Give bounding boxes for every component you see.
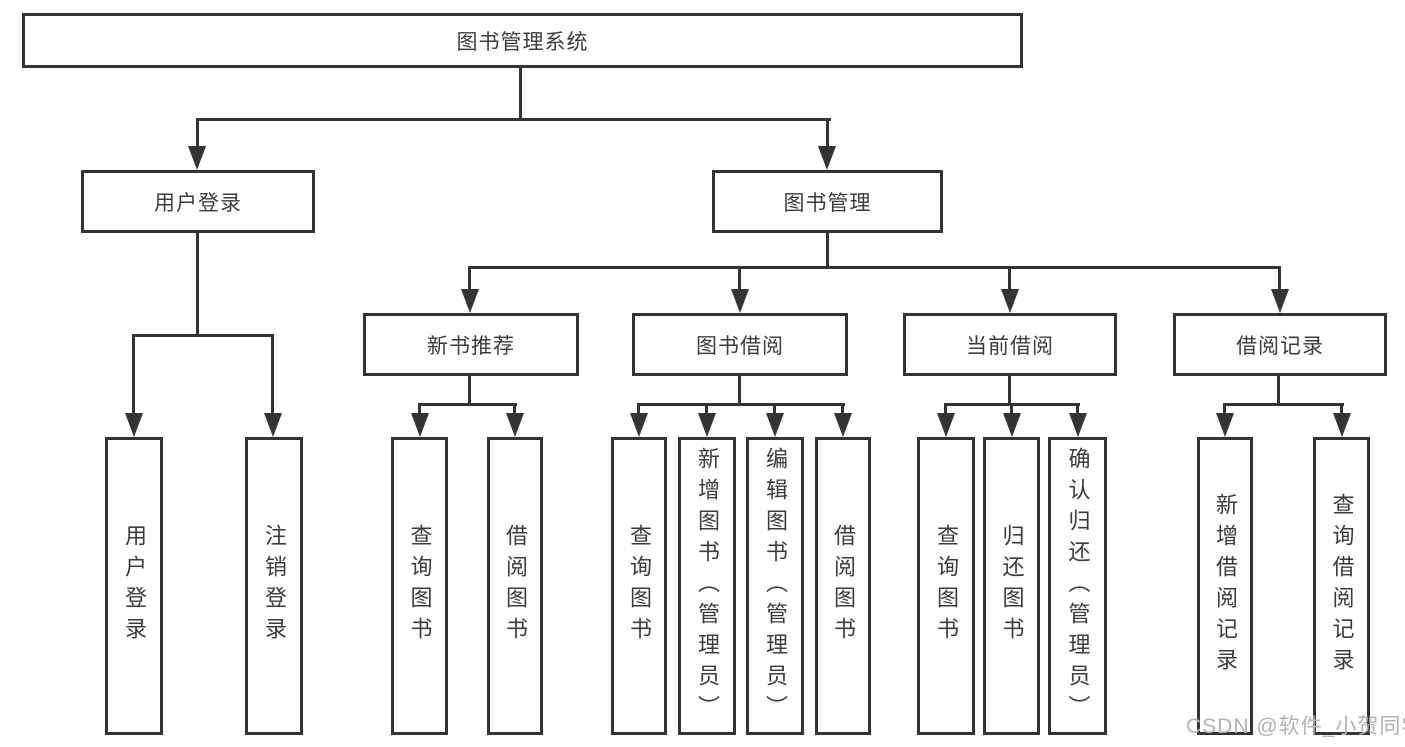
leaf-edit-books-admin: 编辑图书（管理员） xyxy=(746,437,804,735)
arrow-down-icon xyxy=(1216,413,1234,437)
connector-current-borrowing-feed xyxy=(1008,376,1011,406)
connector-drop xyxy=(637,406,640,416)
arrow-down-icon xyxy=(1271,289,1289,313)
leaf-query-books-recommend: 查询图书 xyxy=(391,437,448,735)
node-book-borrowing: 图书借阅 xyxy=(632,313,848,376)
arrow-down-icon xyxy=(461,289,479,313)
connector-level2-bus xyxy=(196,118,831,121)
connector-drop xyxy=(841,406,844,416)
connector-drop xyxy=(1340,406,1343,416)
leaf-query-borrow-record: 查询借阅记录 xyxy=(1313,437,1370,735)
connector-book-management-feed xyxy=(826,233,829,269)
arrow-down-icon xyxy=(411,413,429,437)
leaf-query-books-current: 查询图书 xyxy=(917,437,975,735)
connector-drop-book-borrowing xyxy=(738,269,741,292)
connector-root-feed xyxy=(519,68,522,121)
leaf-add-borrow-record: 新增借阅记录 xyxy=(1197,437,1253,735)
connector-drop xyxy=(705,406,708,416)
connector-book-borrowing-feed xyxy=(738,376,741,406)
arrow-down-icon xyxy=(1003,413,1021,437)
connector-drop xyxy=(773,406,776,416)
connector-drop-leaf-user-login xyxy=(132,337,135,416)
connector-drop-book-management xyxy=(826,121,829,149)
csdn-watermark: CSDN @软件_小贺同学 xyxy=(1186,715,1405,738)
connector-drop-current-borrowing xyxy=(1008,269,1011,292)
connector-drop-new-book xyxy=(468,269,471,292)
node-root-library-system: 图书管理系统 xyxy=(22,13,1023,68)
arrow-down-icon xyxy=(264,413,282,437)
connector-borrowing-records-feed xyxy=(1277,376,1280,406)
connector-book-borrowing-bus xyxy=(637,403,845,406)
node-borrowing-records: 借阅记录 xyxy=(1173,313,1387,376)
connector-drop xyxy=(513,406,516,416)
leaf-confirm-return-admin: 确认归还（管理员） xyxy=(1048,437,1107,735)
arrow-down-icon xyxy=(834,413,852,437)
leaf-borrow-books-borrowing: 借阅图书 xyxy=(815,437,871,735)
node-user-login: 用户登录 xyxy=(81,170,315,233)
connector-current-borrowing-bus xyxy=(944,403,1080,406)
arrow-down-icon xyxy=(937,413,955,437)
arrow-down-icon xyxy=(818,146,836,170)
arrow-down-icon xyxy=(630,413,648,437)
leaf-logout: 注销登录 xyxy=(245,437,303,735)
leaf-borrow-books-recommend: 借阅图书 xyxy=(487,437,543,735)
connector-user-login-feed xyxy=(196,233,199,336)
connector-new-book-feed xyxy=(468,376,471,406)
arrow-down-icon xyxy=(125,413,143,437)
arrow-down-icon xyxy=(766,413,784,437)
leaf-user-login: 用户登录 xyxy=(105,437,163,735)
connector-user-login-bus xyxy=(132,334,274,337)
arrow-down-icon xyxy=(188,146,206,170)
arrow-down-icon xyxy=(506,413,524,437)
connector-drop xyxy=(944,406,947,416)
connector-drop xyxy=(418,406,421,416)
node-current-borrowing: 当前借阅 xyxy=(903,313,1117,376)
connector-new-book-bus xyxy=(418,403,517,406)
arrow-down-icon xyxy=(1069,413,1087,437)
connector-drop-leaf-logout xyxy=(271,337,274,416)
connector-level3-bus xyxy=(468,266,1281,269)
leaf-query-books-borrowing: 查询图书 xyxy=(611,437,667,735)
arrow-down-icon xyxy=(1333,413,1351,437)
connector-drop xyxy=(1076,406,1079,416)
connector-drop xyxy=(1223,406,1226,416)
arrow-down-icon xyxy=(731,289,749,313)
leaf-add-books-admin: 新增图书（管理员） xyxy=(678,437,736,735)
leaf-return-books: 归还图书 xyxy=(983,437,1040,735)
arrow-down-icon xyxy=(1001,289,1019,313)
arrow-down-icon xyxy=(698,413,716,437)
connector-borrowing-records-bus xyxy=(1223,403,1344,406)
connector-drop-user-login xyxy=(196,121,199,149)
node-new-book-recommend: 新书推荐 xyxy=(363,313,579,376)
connector-drop xyxy=(1010,406,1013,416)
node-book-management: 图书管理 xyxy=(712,170,943,233)
connector-drop-borrowing-records xyxy=(1278,269,1281,292)
